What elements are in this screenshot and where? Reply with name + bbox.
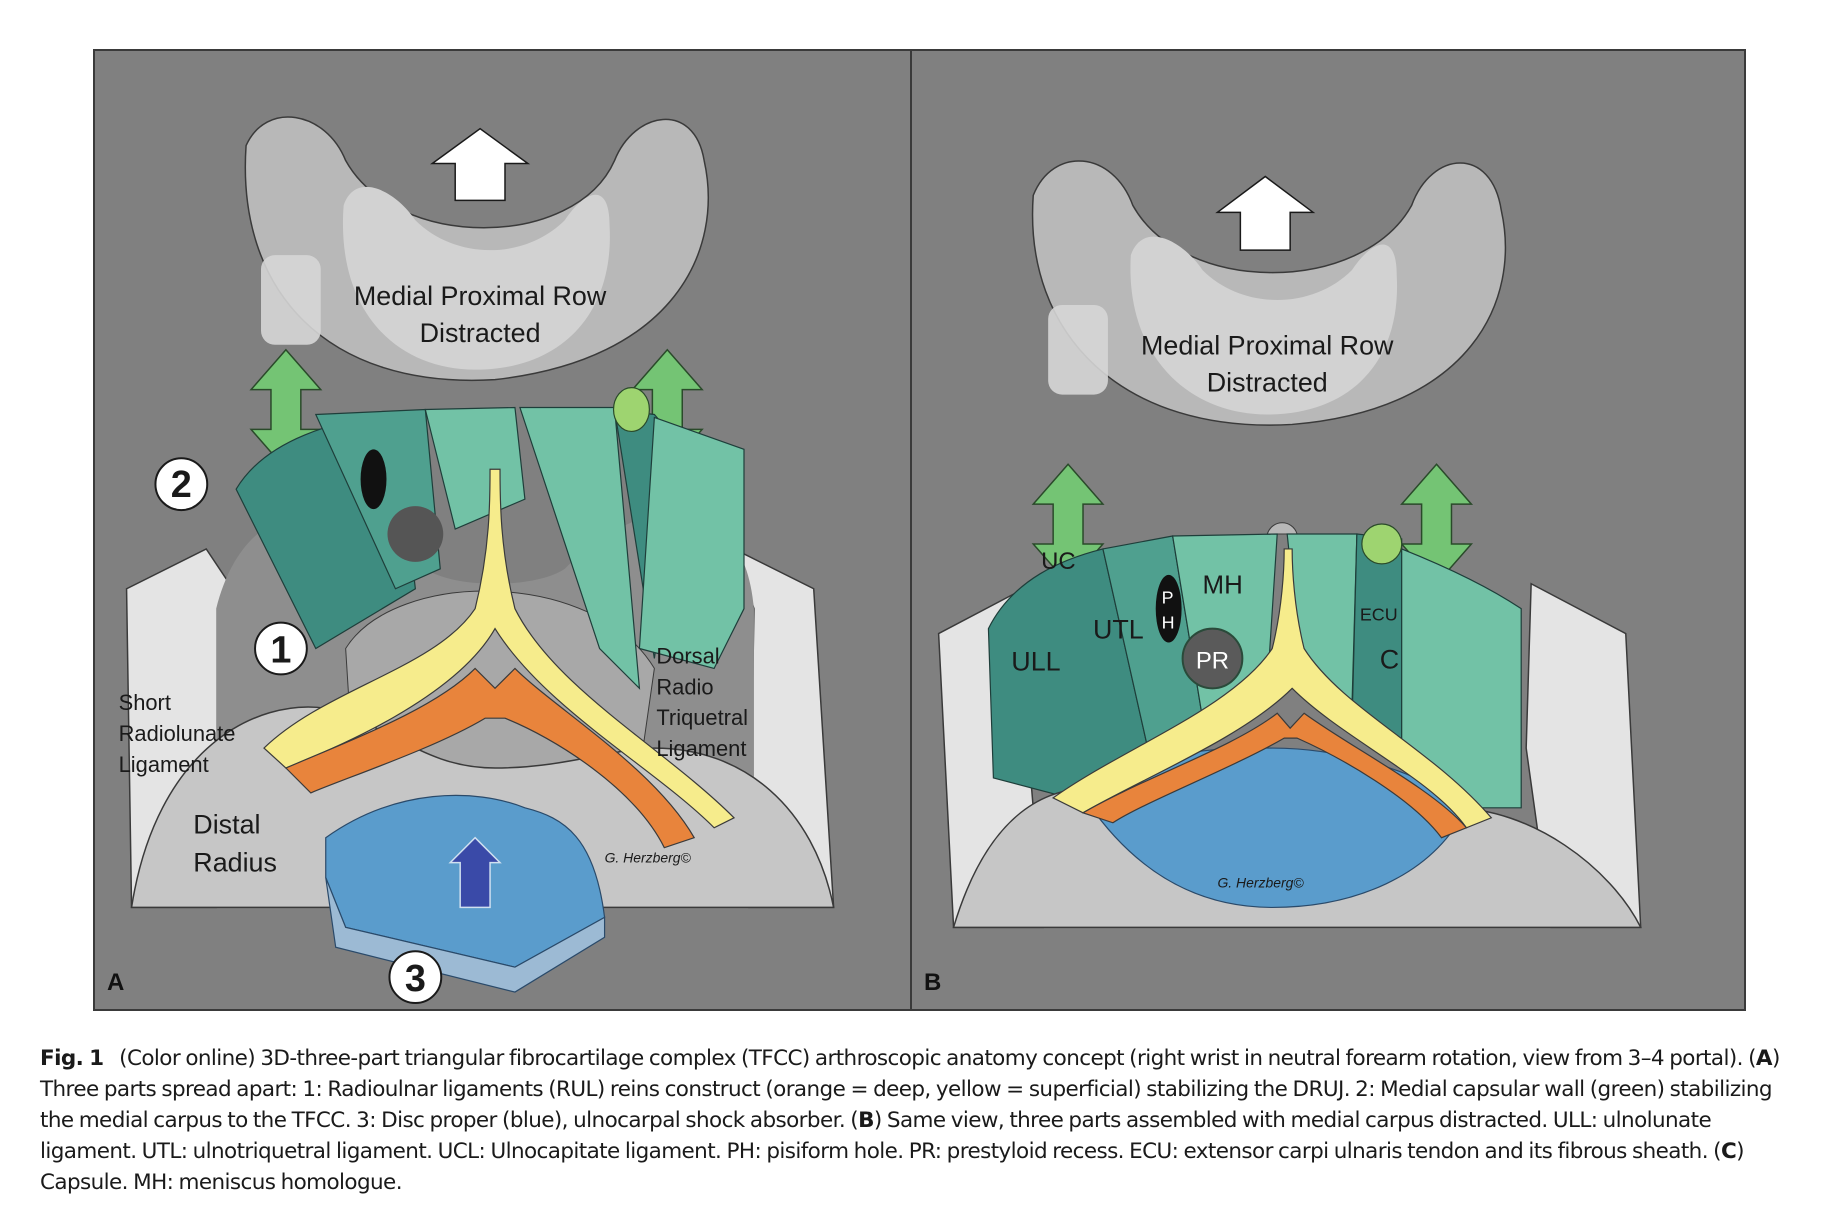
proximal-row-inner [342, 186, 610, 370]
caption-seg: C [1720, 1139, 1737, 1164]
label-ecu: ECU [1360, 605, 1398, 625]
signature: G. Herzberg© [1217, 875, 1304, 891]
panel-letter-b: B [924, 969, 942, 996]
label-utl: UTL [1093, 615, 1144, 645]
prestyloid-recess [1181, 627, 1244, 690]
marker-1: 1 [254, 621, 308, 676]
title-line-1: Medial Proximal Row [1141, 331, 1394, 361]
marker-3: 3 [388, 950, 443, 1005]
disc-arrow-icon [448, 836, 502, 909]
distal-radius-label-1: Distal [193, 810, 260, 840]
title-line-1: Medial Proximal Row [354, 281, 607, 311]
proximal-row-inner [1130, 236, 1398, 415]
caption-label: Fig. 1 [40, 1046, 104, 1071]
pisiform-facet [261, 255, 321, 345]
ecu-tendon-top [1361, 523, 1403, 565]
svg-text:3: 3 [405, 958, 426, 1000]
figure: 2 1 3 Medial Proximal Row Distracted Sho… [93, 49, 1746, 1011]
label-ull: ULL [1011, 646, 1060, 676]
dorsal-rt-label-1: Dorsal [656, 643, 719, 668]
panel-a-illustration: 2 1 3 Medial Proximal Row Distracted Sho… [119, 116, 835, 1005]
distal-radius-label-2: Radius [193, 848, 277, 878]
svg-text:2: 2 [171, 464, 192, 506]
caption-seg: A [1755, 1046, 1773, 1071]
rul-superficial-yellow [1051, 548, 1493, 829]
rul-deep-orange [284, 667, 696, 849]
proximal-row-bone [244, 116, 709, 382]
pisiform-facet [1048, 304, 1108, 395]
proximal-row-bone [1031, 160, 1507, 426]
caption-seg: ) Capsule. MH: meniscus homologue. [40, 1139, 1745, 1195]
panel-letter-a: A [107, 969, 125, 996]
rul-superficial-yellow [263, 468, 736, 829]
title-line-2: Distracted [420, 318, 541, 348]
dorsal-rt-label-2: Radio [656, 674, 713, 699]
caption-seg: ) Three parts spread apart: 1: Radioulna… [40, 1046, 1780, 1133]
title-line-2: Distracted [1207, 368, 1328, 398]
distraction-arrow-icon [430, 127, 531, 202]
caption-seg: ) Same view, three parts assembled with … [40, 1108, 1722, 1164]
caption-seg: B [858, 1108, 874, 1133]
label-mh: MH [1203, 572, 1243, 600]
distraction-arrow-icon [1215, 175, 1316, 251]
pisiform-hole [1155, 574, 1182, 643]
dorsal-rt-label-4: Ligament [656, 736, 746, 761]
short-radiolunate-label-3: Ligament [119, 752, 209, 777]
label-ph-h: H [1162, 613, 1175, 633]
panel-a: 2 1 3 Medial Proximal Row Distracted Sho… [95, 51, 912, 1009]
figure-caption: Fig. 1 (Color online) 3D-three-part tria… [40, 1043, 1810, 1198]
rul-deep-orange [1081, 712, 1468, 839]
label-uc: UC [1041, 548, 1076, 575]
c-segment [1401, 548, 1522, 809]
dorsal-rt-label-3: Triquetral [656, 705, 748, 730]
panel-b: Medial Proximal Row Distracted UC ULL UT… [912, 51, 1744, 1009]
signature: G. Herzberg© [605, 850, 692, 866]
short-radiolunate-label-1: Short [119, 690, 171, 715]
caption-seg: (Color online) 3D-three-part triangular … [119, 1046, 1756, 1071]
pisiform-hole [360, 449, 387, 510]
panel-b-illustration: Medial Proximal Row Distracted UC ULL UT… [937, 160, 1642, 929]
label-pr: PR [1196, 647, 1229, 674]
label-ph-p: P [1162, 588, 1174, 608]
ecu-tendon-top [612, 386, 650, 433]
prestyloid-recess [387, 506, 444, 562]
svg-text:1: 1 [270, 629, 291, 671]
label-c: C [1380, 644, 1399, 674]
marker-2: 2 [154, 457, 209, 512]
short-radiolunate-label-2: Radiolunate [119, 721, 236, 746]
